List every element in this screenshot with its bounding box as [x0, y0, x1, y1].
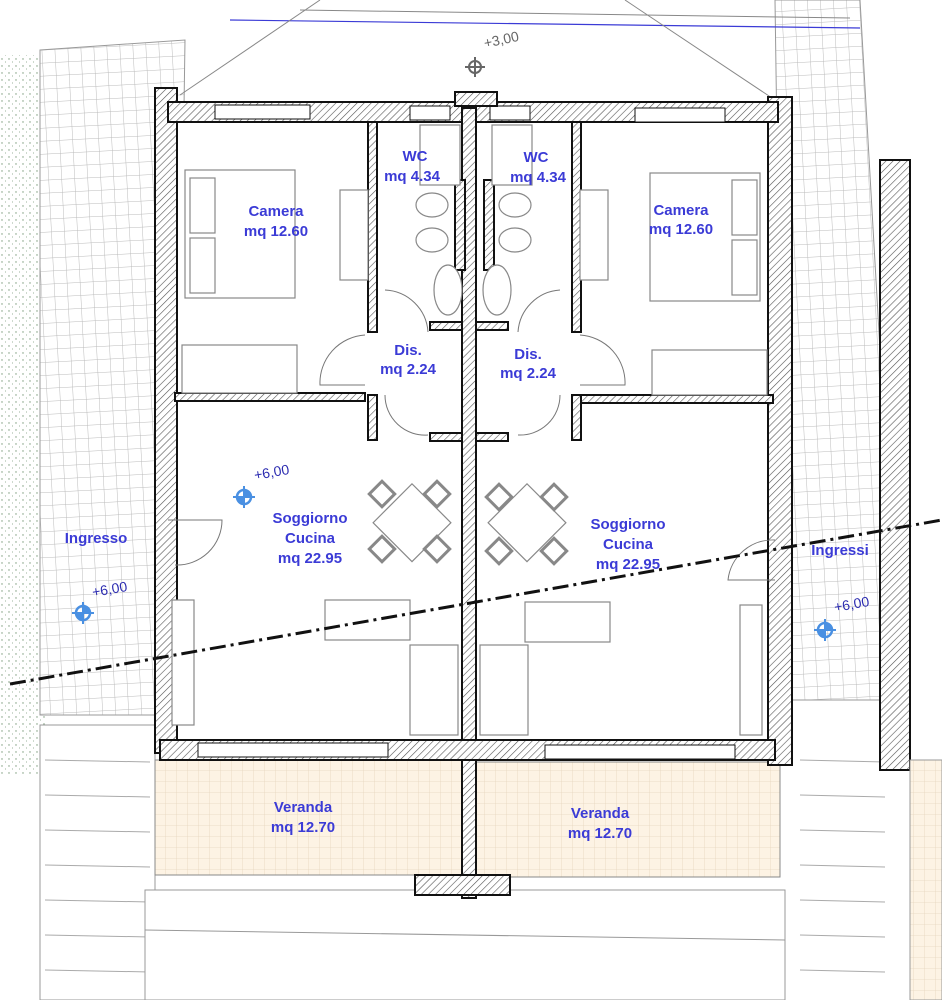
room-wc-left: WC mq 4.34	[384, 148, 441, 185]
room-name: Cucina	[285, 530, 336, 547]
doors	[168, 289, 776, 581]
room-area: mq 4.34	[510, 169, 567, 186]
veranda-left-floor	[154, 759, 466, 876]
elevation-marker-ingresso-right: +6,00	[812, 593, 871, 643]
room-name: WC	[403, 148, 428, 165]
room-name: Camera	[248, 203, 304, 220]
room-soggiorno-left: Soggiorno Cucina mq 22.95	[273, 510, 348, 567]
elevation-marker-living: +6,00	[231, 461, 291, 510]
room-wc-right: WC mq 4.34	[510, 149, 567, 186]
room-veranda-right: Veranda mq 12.70	[568, 805, 632, 842]
room-name: Veranda	[571, 805, 630, 822]
room-area: mq 2.24	[500, 365, 557, 382]
room-area: mq 22.95	[278, 550, 342, 567]
room-name: Camera	[653, 202, 709, 219]
section-line	[9, 518, 942, 686]
room-dis-right: Dis. mq 2.24	[500, 346, 557, 382]
room-area: mq 12.60	[649, 221, 713, 238]
walls	[154, 87, 793, 899]
room-dis-left: Dis. mq 2.24	[380, 342, 437, 378]
room-name: WC	[524, 149, 549, 166]
room-area: mq 22.95	[596, 556, 660, 573]
room-name: Cucina	[603, 536, 654, 553]
room-name: Soggiorno	[591, 516, 666, 533]
elevation-label: +6,00	[91, 578, 129, 600]
room-name: Veranda	[274, 799, 333, 816]
elevation-label: +6,00	[833, 593, 871, 615]
furniture	[171, 124, 768, 736]
room-soggiorno-right: Soggiorno Cucina mq 22.95	[591, 516, 666, 573]
room-area: mq 12.60	[244, 223, 308, 240]
elevation-label: +6,00	[253, 461, 291, 483]
room-area: mq 12.70	[568, 825, 632, 842]
elevation-label: +3,00	[482, 28, 520, 51]
elevation-marker-ingresso-left: +6,00	[70, 578, 129, 626]
room-name: Dis.	[394, 342, 422, 359]
elevation-marker-top: +3,00	[465, 28, 520, 77]
room-camera-left: Camera mq 12.60	[244, 203, 308, 240]
room-name: Dis.	[514, 346, 542, 363]
room-veranda-left: Veranda mq 12.70	[271, 799, 335, 836]
room-area: mq 4.34	[384, 168, 441, 185]
room-name: Soggiorno	[273, 510, 348, 527]
room-ingresso-right: Ingressi	[811, 542, 869, 559]
room-ingresso-left: Ingresso	[65, 530, 128, 547]
room-area: mq 2.24	[380, 361, 437, 378]
room-camera-right: Camera mq 12.60	[649, 202, 713, 238]
veranda-right-floor	[474, 761, 781, 878]
room-area: mq 12.70	[271, 819, 335, 836]
